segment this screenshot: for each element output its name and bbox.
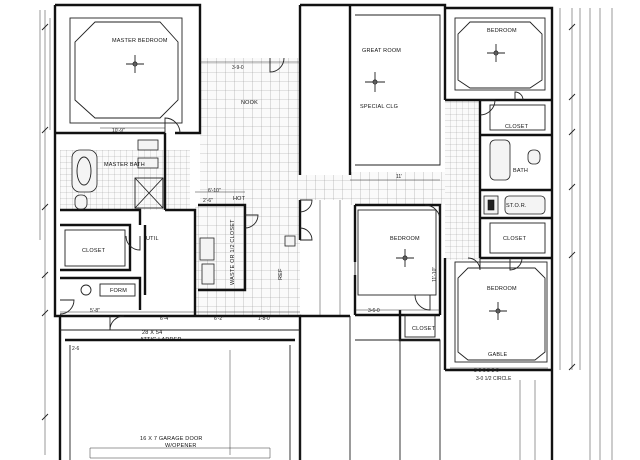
hot-label: HOT xyxy=(233,196,246,202)
ceiling-fan-icon xyxy=(126,55,144,73)
attic-ladder-line2: ATTIC LADDER xyxy=(140,337,182,343)
closet-master-label: CLOSET xyxy=(82,248,106,254)
master-bath-label: MASTER BATH xyxy=(104,162,145,168)
circle-label: 3-0 1/2 CIRCLE xyxy=(476,376,512,382)
doors xyxy=(59,57,524,331)
detail-lines xyxy=(60,14,548,460)
nook-label: NOOK xyxy=(241,100,258,106)
toilet-icon xyxy=(74,194,88,210)
great-room-label: GREAT ROOM xyxy=(362,48,401,54)
ref-label: REF xyxy=(278,268,284,280)
dim-2-6: 2'-6" xyxy=(203,198,213,204)
ceiling-fixtures xyxy=(126,44,507,320)
dim-6-10: 6'-10" xyxy=(208,188,221,194)
room-labels: MASTER BEDROOM GREAT ROOM SPECIAL CLG BE… xyxy=(82,28,529,449)
gable-dims-label: 3-0-0 3-8-0 xyxy=(474,368,499,374)
util-label: UTIL xyxy=(146,236,159,242)
appliance-icon xyxy=(199,237,215,261)
form-label: FORM xyxy=(110,288,127,294)
dim-3-6-0: 3-6-0 xyxy=(368,308,380,314)
gable-label: GABLE xyxy=(488,352,507,358)
attic-ladder-line1: 28 X 54 xyxy=(142,330,162,336)
dim-10-9: 10'-9" xyxy=(112,128,125,134)
sink-icon xyxy=(137,139,159,151)
bathtub-icon xyxy=(71,149,98,193)
master-bedroom-label: MASTER BEDROOM xyxy=(112,38,168,44)
dim-1-8-0: 1-8-0 xyxy=(258,316,270,322)
bedroom-se-label: BEDROOM xyxy=(487,286,517,292)
waste-closet-label: WASTE OR 1/2 CLOSET xyxy=(230,219,236,285)
closet-ne-label: CLOSET xyxy=(505,124,529,130)
dim-6-2: 6'-2" xyxy=(214,316,224,322)
bedroom-mid-label: BEDROOM xyxy=(390,236,420,242)
dim-2-6-vert: 2-6 xyxy=(72,346,79,352)
dimension-lines xyxy=(39,8,613,460)
dim-11: 11' xyxy=(396,174,402,180)
storage-label: ST.O.R. xyxy=(506,203,527,209)
dim-6-4: 6'-4" xyxy=(160,316,170,322)
bath-label: BATH xyxy=(513,168,528,174)
garage-door-line2: W/OPENER xyxy=(165,443,197,449)
interior-walls xyxy=(55,5,552,372)
bath-fixtures xyxy=(71,139,546,297)
special-clg-label: SPECIAL CLG xyxy=(360,104,398,110)
dim-11-10: 11'-10" xyxy=(432,267,438,282)
garage-door-line1: 16 X 7 GARAGE DOOR xyxy=(140,436,203,442)
dim-5-8: 5'-8" xyxy=(90,308,100,314)
bedroom-ne-label: BEDROOM xyxy=(487,28,517,34)
dimension-labels: 3-9-0 10'-9" 6'-10" 6'-4" 6'-2" 5'-8" 11… xyxy=(72,65,438,352)
water-heater-icon xyxy=(80,284,92,296)
dim-3-9-0: 3-9-0 xyxy=(232,65,244,71)
closet-e2-label: CLOSET xyxy=(503,236,527,242)
closet-mid-label: CLOSET xyxy=(412,326,436,332)
